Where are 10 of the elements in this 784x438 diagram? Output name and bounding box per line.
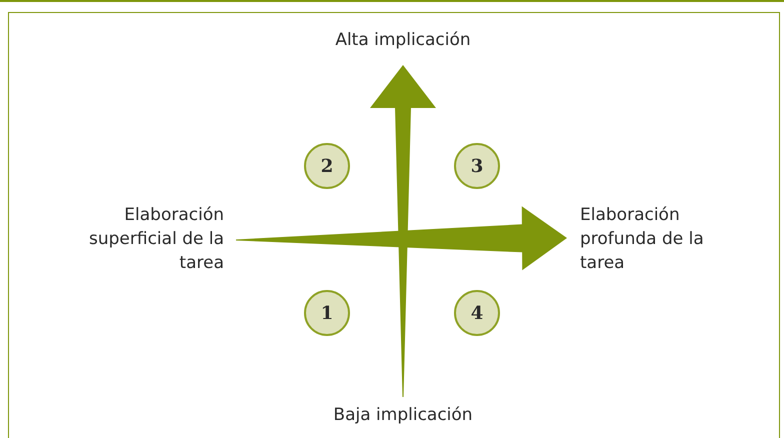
- axis-label: Baja implicación: [303, 403, 503, 427]
- number-circle: 1: [304, 290, 350, 336]
- axis-label: Elaboración superficial de la tarea: [62, 203, 224, 275]
- number-circle: 2: [304, 143, 350, 189]
- axis-label: Alta implicación: [303, 28, 503, 52]
- number-circle: 3: [454, 143, 500, 189]
- axis-arrow: [236, 206, 567, 270]
- axis-arrow: [370, 65, 436, 397]
- number-circle: 4: [454, 290, 500, 336]
- axis-label: Elaboración profunda de la tarea: [580, 203, 750, 275]
